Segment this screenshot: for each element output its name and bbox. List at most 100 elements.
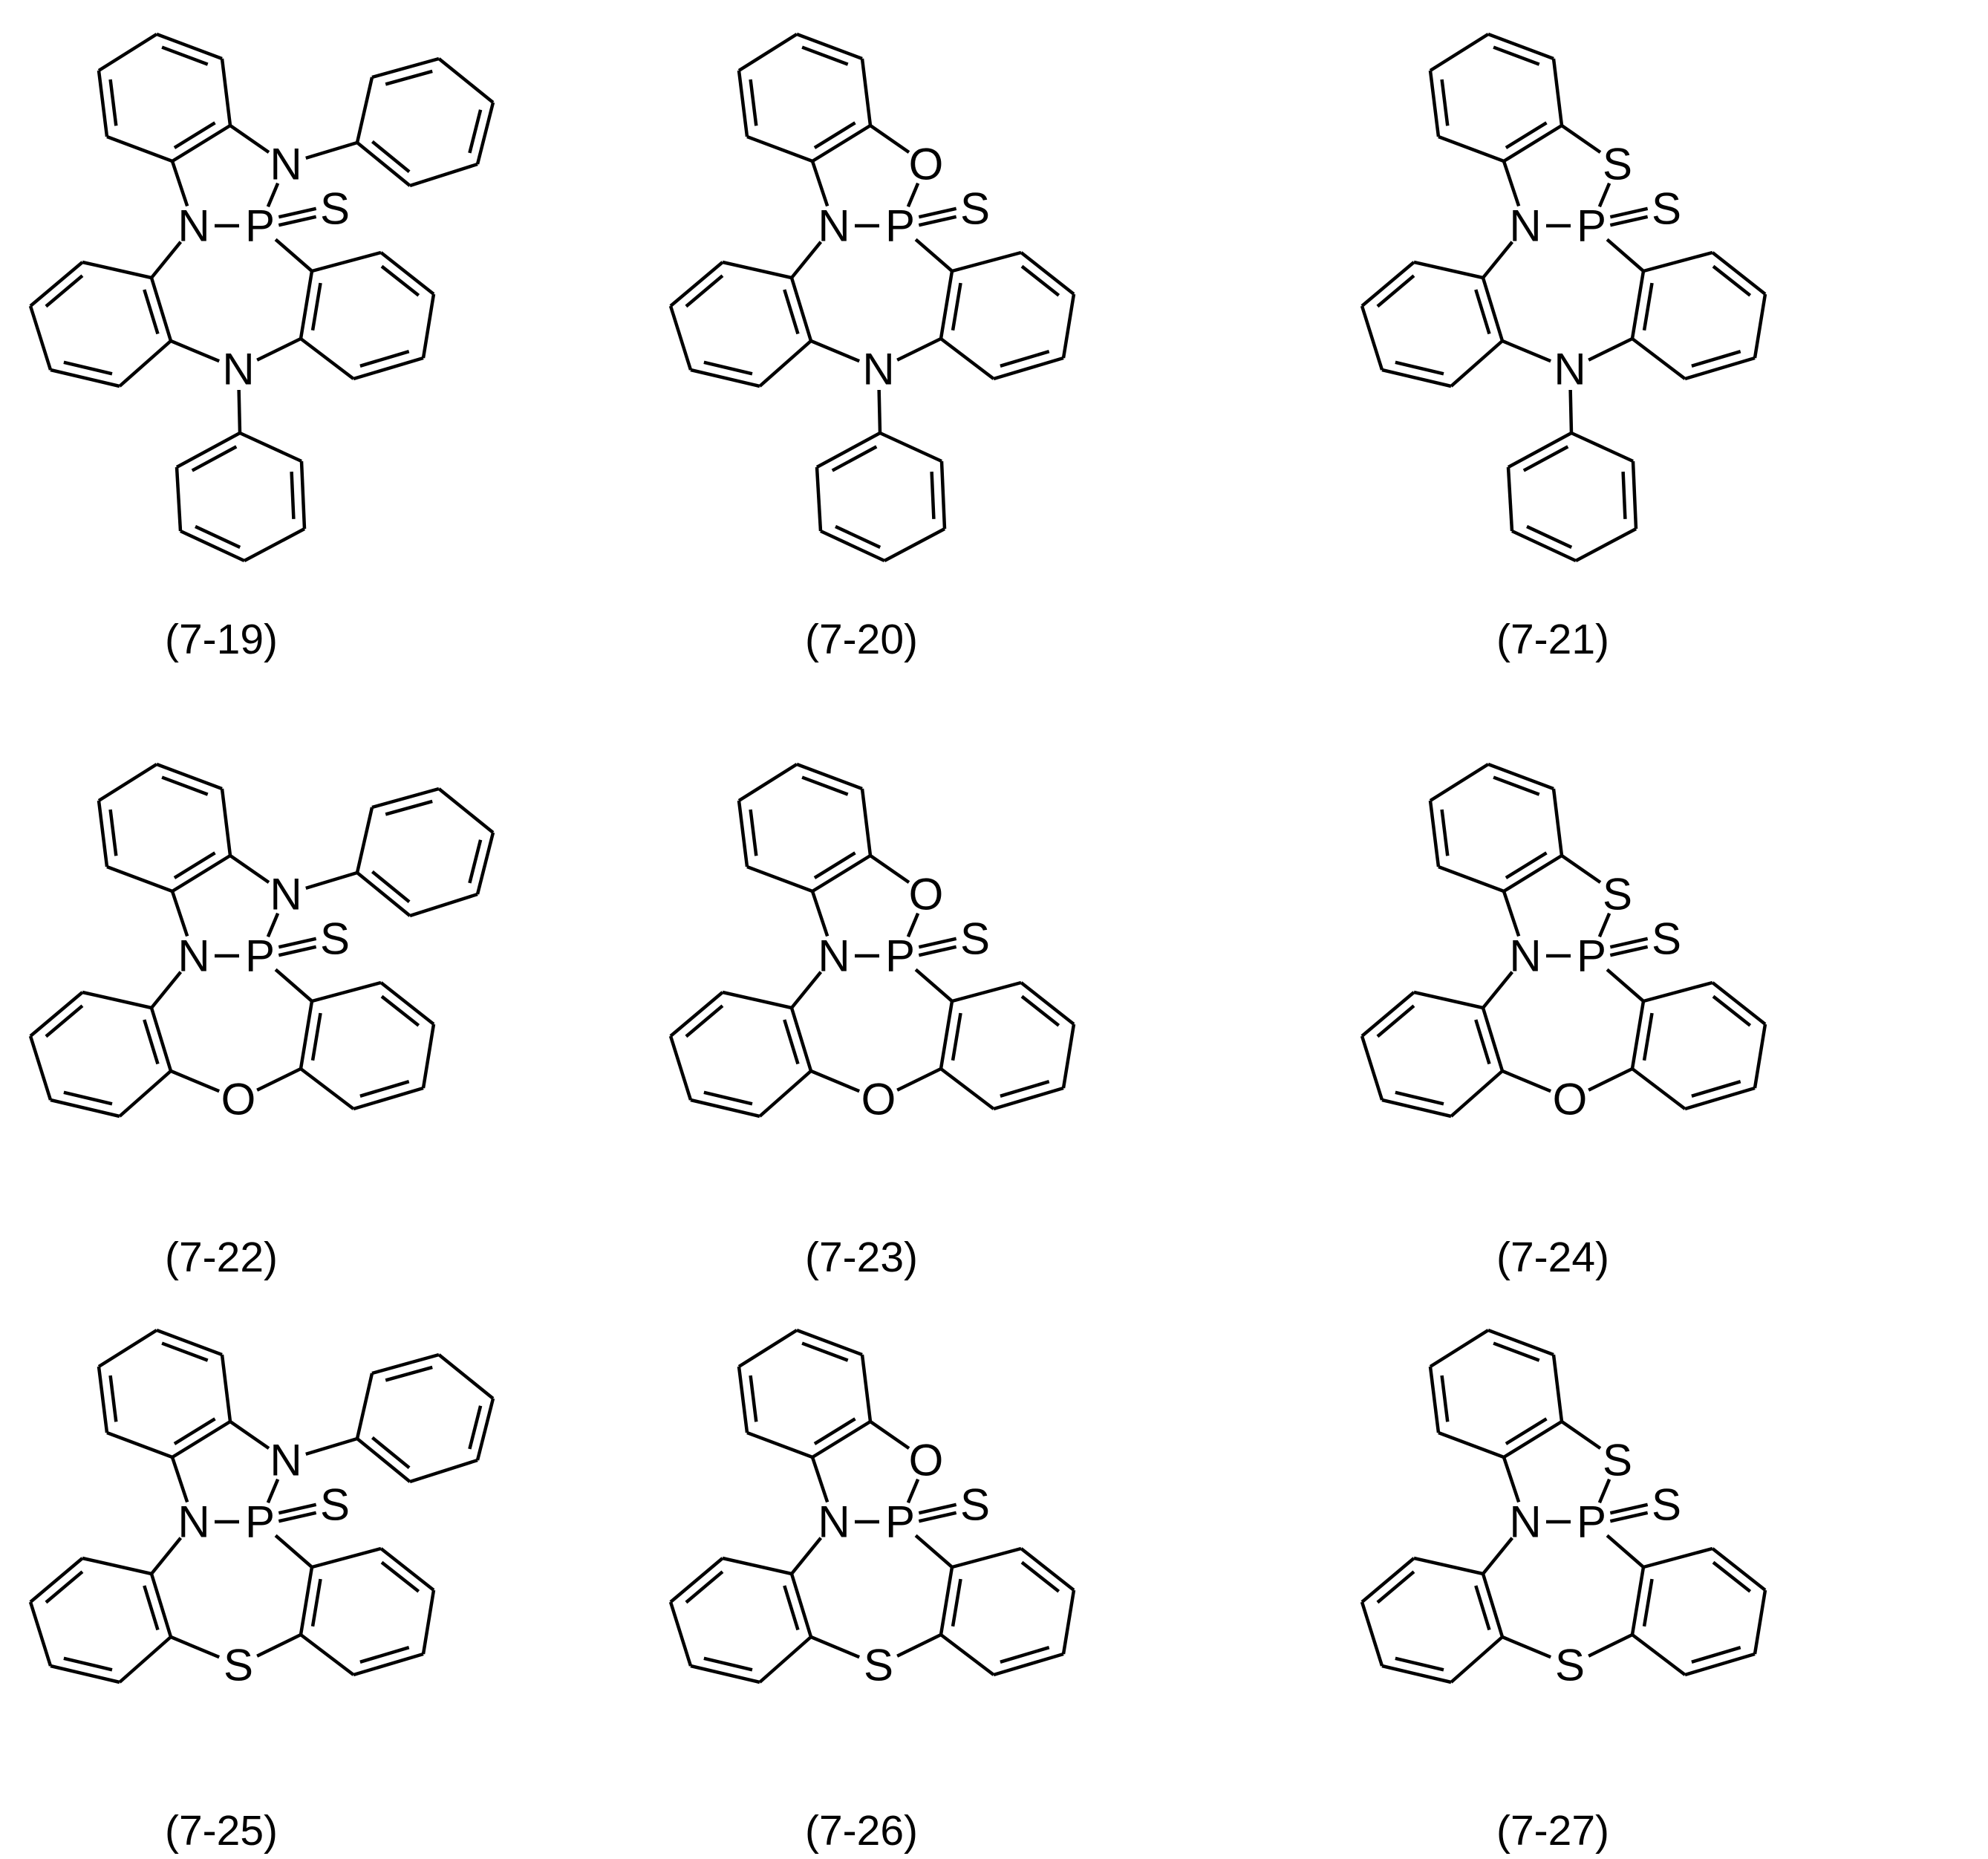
- benzo-ring-right-double-bond: [313, 1013, 321, 1061]
- phenyl-ring-y-double-bond: [192, 446, 237, 470]
- benzo-ring-left-double-bond: [46, 1572, 82, 1602]
- benzo-ring-top-bond: [739, 1330, 797, 1367]
- benzo-ring-right-bond: [941, 339, 994, 379]
- phenyl-ring-y-double-bond: [1623, 472, 1626, 519]
- phenyl-ring-y-bond: [1571, 433, 1633, 461]
- bond: [897, 1635, 941, 1656]
- benzo-ring-right-bond: [1643, 253, 1712, 271]
- benzo-ring-right-bond: [1063, 1024, 1074, 1088]
- atom-label-y: N: [1554, 345, 1585, 394]
- bond: [171, 1071, 219, 1091]
- phenyl-ring-y-bond: [880, 433, 942, 461]
- atom-label-s: S: [960, 184, 990, 234]
- benzo-ring-top-bond: [739, 764, 797, 801]
- benzo-ring-top-bond: [1430, 1367, 1438, 1433]
- benzo-ring-right-bond: [301, 1635, 353, 1675]
- benzo-ring-right-double-bond: [1644, 1579, 1652, 1627]
- atom-label-x: S: [1603, 1436, 1632, 1485]
- benzo-ring-top-double-bond: [111, 810, 117, 856]
- atom-label-y: O: [221, 1075, 256, 1124]
- benzo-ring-top-bond: [157, 764, 222, 789]
- atom-label-n: N: [818, 201, 850, 251]
- benzo-ring-right-bond: [353, 358, 423, 379]
- bond: [916, 969, 952, 1001]
- benzo-ring-left-bond: [30, 1602, 50, 1666]
- p-s-double-bond: [1610, 217, 1647, 225]
- bond: [151, 242, 180, 278]
- compound-label: (7-20): [805, 616, 918, 663]
- benzo-ring-top-bond: [99, 1367, 107, 1433]
- benzo-ring-right-bond: [423, 1590, 434, 1654]
- benzo-ring-right-bond: [301, 339, 353, 379]
- bond: [1588, 1635, 1632, 1656]
- benzo-ring-left-double-bond: [1378, 1006, 1414, 1036]
- bond: [1483, 242, 1512, 278]
- benzo-ring-top-bond: [739, 34, 797, 71]
- benzo-ring-left-bond: [120, 341, 171, 386]
- atom-label-s: S: [960, 914, 990, 964]
- benzo-ring-top-bond: [107, 1433, 172, 1457]
- p-s-double-bond: [278, 1505, 316, 1513]
- compound-label: (7-19): [165, 616, 278, 663]
- bond: [172, 1457, 187, 1502]
- benzo-ring-right-double-bond: [382, 267, 419, 296]
- benzo-ring-top-double-bond: [751, 1375, 757, 1422]
- phenyl-ring-x-double-bond: [372, 1438, 409, 1468]
- benzo-ring-right-double-bond: [382, 1563, 419, 1592]
- compound-structure: ONPSS: [671, 1330, 1074, 1690]
- bond: [870, 856, 909, 882]
- bond: [1504, 161, 1519, 206]
- benzo-ring-left-bond: [792, 278, 811, 341]
- benzo-ring-top-bond: [747, 137, 812, 161]
- benzo-ring-top-bond: [1430, 764, 1488, 801]
- bond: [239, 390, 240, 433]
- atom-label-y: O: [861, 1075, 896, 1124]
- bond: [257, 339, 301, 360]
- bond: [897, 339, 941, 360]
- benzo-ring-left-bond: [1451, 341, 1502, 386]
- benzo-ring-top-bond: [797, 764, 862, 789]
- benzo-ring-right-bond: [952, 253, 1021, 271]
- benzo-ring-left-double-bond: [686, 276, 723, 306]
- benzo-ring-right-bond: [1632, 1001, 1643, 1069]
- atom-label-y: O: [1553, 1075, 1588, 1124]
- atom-label-p: P: [1577, 931, 1606, 981]
- benzo-ring-left-double-bond: [704, 1658, 752, 1670]
- benzo-ring-right-bond: [312, 253, 381, 271]
- benzo-ring-top-double-bond: [1506, 1419, 1547, 1444]
- benzo-ring-right-double-bond: [1022, 267, 1059, 296]
- bond: [916, 1535, 952, 1567]
- benzo-ring-left-double-bond: [704, 362, 752, 374]
- phenyl-ring-x-bond: [410, 894, 478, 916]
- benzo-ring-right-bond: [1755, 1590, 1765, 1654]
- benzo-ring-top-double-bond: [1442, 79, 1448, 126]
- p-s-double-bond: [919, 209, 956, 217]
- p-s-double-bond: [1610, 209, 1647, 217]
- atom-label-y: S: [1555, 1641, 1585, 1690]
- benzo-ring-right-bond: [353, 1088, 423, 1109]
- benzo-ring-right-bond: [994, 1088, 1063, 1109]
- benzo-ring-right-bond: [1632, 1069, 1685, 1109]
- p-s-double-bond: [919, 217, 956, 225]
- benzo-ring-top-double-bond: [751, 810, 757, 856]
- phenyl-ring-x-bond: [357, 807, 372, 873]
- compound-structure: SNPSS: [1362, 1330, 1765, 1690]
- benzo-ring-top-bond: [862, 789, 870, 856]
- benzo-ring-left-double-bond: [64, 1093, 112, 1104]
- bond: [870, 126, 909, 152]
- phenyl-ring-x-bond: [372, 59, 439, 77]
- atom-label-s: S: [1652, 184, 1681, 234]
- phenyl-ring-x-bond: [439, 1355, 493, 1399]
- phenyl-ring-x-bond: [372, 1355, 439, 1373]
- benzo-ring-right-bond: [1685, 358, 1755, 379]
- benzo-ring-left-bond: [760, 1071, 811, 1116]
- benzo-ring-top-bond: [1554, 1355, 1562, 1422]
- p-s-double-bond: [1610, 1513, 1647, 1521]
- bond: [897, 1069, 941, 1090]
- benzo-ring-right-bond: [1755, 1024, 1765, 1088]
- benzo-ring-top-bond: [99, 801, 107, 867]
- benzo-ring-top-bond: [99, 1330, 157, 1367]
- phenyl-ring-x-bond: [410, 164, 478, 186]
- benzo-ring-right-bond: [1643, 1549, 1712, 1567]
- bond: [1607, 969, 1643, 1001]
